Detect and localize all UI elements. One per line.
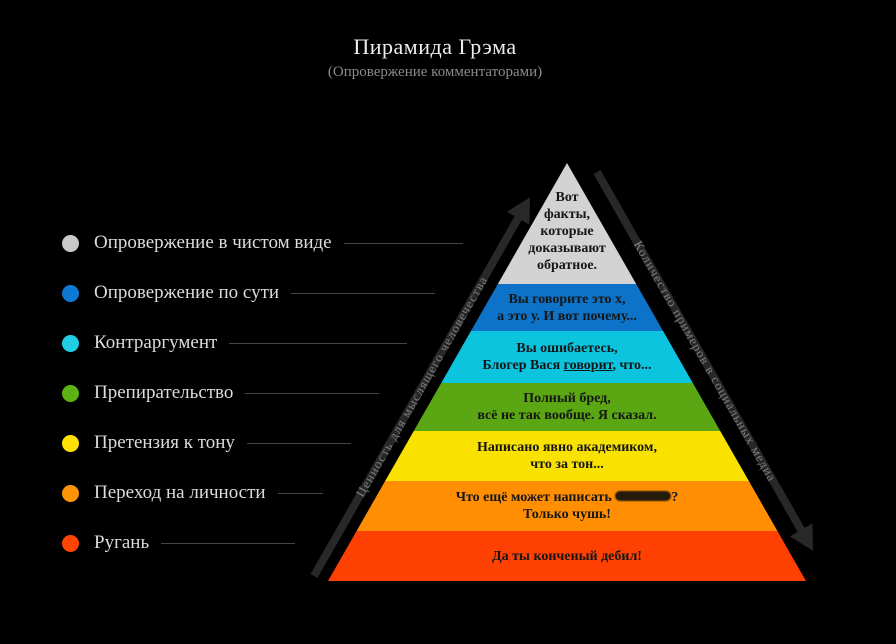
level-text-line: а это у. И вот почему... <box>497 308 637 324</box>
legend-item-contradiction: Препирательство <box>62 381 379 405</box>
level-text-line: всё не так вообще. Я сказал. <box>477 408 657 423</box>
legend-label: Опровержение по сути <box>94 282 280 303</box>
legend-item-refutation: Опровержение по сути <box>62 281 435 305</box>
level-text-line: Полный бред, <box>523 391 611 406</box>
leader-line <box>277 492 323 494</box>
legend-dot-icon <box>62 484 79 502</box>
legend-dot-icon <box>62 234 79 252</box>
legend-item-responding-to-tone: Претензия к тону <box>62 431 351 455</box>
leader-line <box>245 392 379 394</box>
level-text-line: Написано явно академиком, <box>477 440 657 455</box>
level-text-line: Вы ошибаетесь, <box>516 341 618 356</box>
leader-line <box>343 242 463 244</box>
censored-word <box>615 491 672 501</box>
legend-label: Контраргумент <box>94 332 218 353</box>
pyramid: Вот факты, которые доказывают обратное. Вы го… <box>328 163 806 581</box>
page-title: Пирамида Грэма <box>353 34 517 59</box>
header: Пирамида Грэма (Опровержение комментатор… <box>0 34 870 81</box>
pyramid-level-name-calling: Да ты конченый дебил! <box>328 531 806 581</box>
legend-dot-icon <box>62 334 79 352</box>
legend-item-refuting-central-point: Опровержение в чистом виде <box>62 231 463 255</box>
underlined-word: говорит <box>563 358 613 373</box>
legend-label: Опровержение в чистом виде <box>94 232 332 253</box>
level-text-line: Что ещё может написать ? <box>455 490 679 505</box>
level-text-line: обратное. <box>536 258 598 273</box>
legend-item-counterargument: Контраргумент <box>62 331 407 355</box>
leader-line <box>229 342 407 344</box>
level-text-line: что за тон... <box>530 457 604 472</box>
pyramid-level-ad-hominem: Что ещё может написать ? Только чушь! <box>328 481 806 531</box>
level-text-line: факты, <box>543 207 591 222</box>
level-text-line: Да ты конченый дебил! <box>492 548 642 564</box>
legend-dot-icon <box>62 534 79 552</box>
legend-label: Препирательство <box>94 382 234 403</box>
legend-item-name-calling: Ругань <box>62 531 295 555</box>
level-text-line: Вот <box>555 190 579 205</box>
level-text-line: Вы говорите это х, <box>508 291 626 307</box>
legend-dot-icon <box>62 384 79 402</box>
legend-dot-icon <box>62 434 79 452</box>
page-subtitle: (Опровержение комментаторами) <box>327 64 543 80</box>
pyramid-level-refuting-central-point: Вот факты, которые доказывают обратное. <box>328 163 806 284</box>
leader-line <box>246 442 351 444</box>
legend-dot-icon <box>62 284 79 302</box>
legend-label: Переход на личности <box>94 482 266 503</box>
level-text-line: которые <box>540 224 594 239</box>
legend-item-ad-hominem: Переход на личности <box>62 481 323 505</box>
legend-label: Претензия к тону <box>94 432 235 453</box>
legend-label: Ругань <box>94 532 150 553</box>
level-text-line: Блогер Вася говорит, что... <box>482 358 652 373</box>
level-text-line: доказывают <box>528 241 606 256</box>
leader-line <box>291 292 435 294</box>
level-text-line: Только чушь! <box>523 507 611 522</box>
leader-line <box>161 542 295 544</box>
